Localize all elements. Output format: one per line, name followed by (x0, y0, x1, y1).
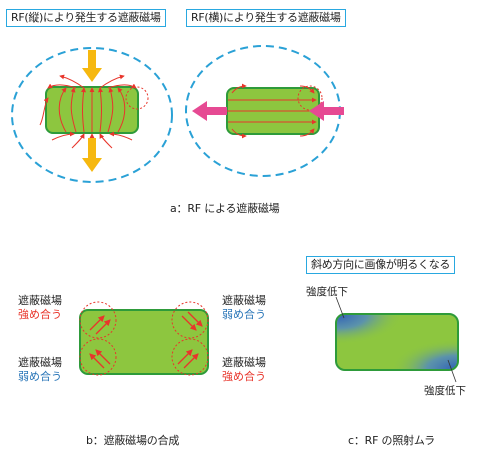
panel-a-right-title: RF(横)により発生する遮蔽磁場 (186, 9, 346, 27)
field-lines (226, 83, 319, 139)
label-bottom-left: 遮蔽磁場 弱め合う (18, 356, 62, 384)
panel-c-title: 斜め方向に画像が明るくなる (306, 256, 456, 274)
panel-a-right (185, 45, 344, 177)
panel-b-diagram (79, 301, 209, 376)
leader-line-top (335, 296, 345, 319)
rf-horizontal-arrows (192, 101, 344, 121)
panel-b-caption: b：遮蔽磁場の合成 (86, 434, 180, 447)
label-top-right: 遮蔽磁場 弱め合う (222, 294, 266, 322)
panel-c-bottom-label: 強度低下 (424, 385, 466, 397)
field-lines (39, 74, 137, 150)
corner-fields (79, 301, 209, 376)
rf-vertical-arrows (82, 50, 102, 172)
panel-a-caption: a：RF による遮蔽磁場 (170, 202, 280, 215)
panel-c-diagram (335, 296, 459, 383)
panel-c-top-label: 強度低下 (306, 286, 348, 298)
label-bottom-left-line1: 遮蔽磁場 (18, 356, 62, 369)
label-top-right-line2: 弱め合う (222, 308, 266, 321)
label-bottom-right-line2: 強め合う (222, 370, 266, 383)
panel-c-caption: c：RF の照射ムラ (348, 434, 435, 447)
label-top-left-line2: 強め合う (18, 308, 62, 321)
shield-boundary (11, 47, 173, 183)
label-bottom-right: 遮蔽磁場 強め合う (222, 356, 266, 384)
low-intensity-bottom-right (337, 315, 457, 369)
label-bottom-right-line1: 遮蔽磁場 (222, 356, 266, 369)
label-top-left: 遮蔽磁場 強め合う (18, 294, 62, 322)
label-top-left-line1: 遮蔽磁場 (18, 294, 62, 307)
phantom-rect (79, 309, 209, 375)
corner-arrows (89, 311, 203, 369)
label-top-right-line1: 遮蔽磁場 (222, 294, 266, 307)
panel-a-left (11, 47, 173, 183)
leader-line-bottom (447, 359, 457, 383)
label-bottom-left-line2: 弱め合う (18, 370, 62, 383)
panel-a-left-title: RF(縦)により発生する遮蔽磁場 (6, 9, 166, 27)
